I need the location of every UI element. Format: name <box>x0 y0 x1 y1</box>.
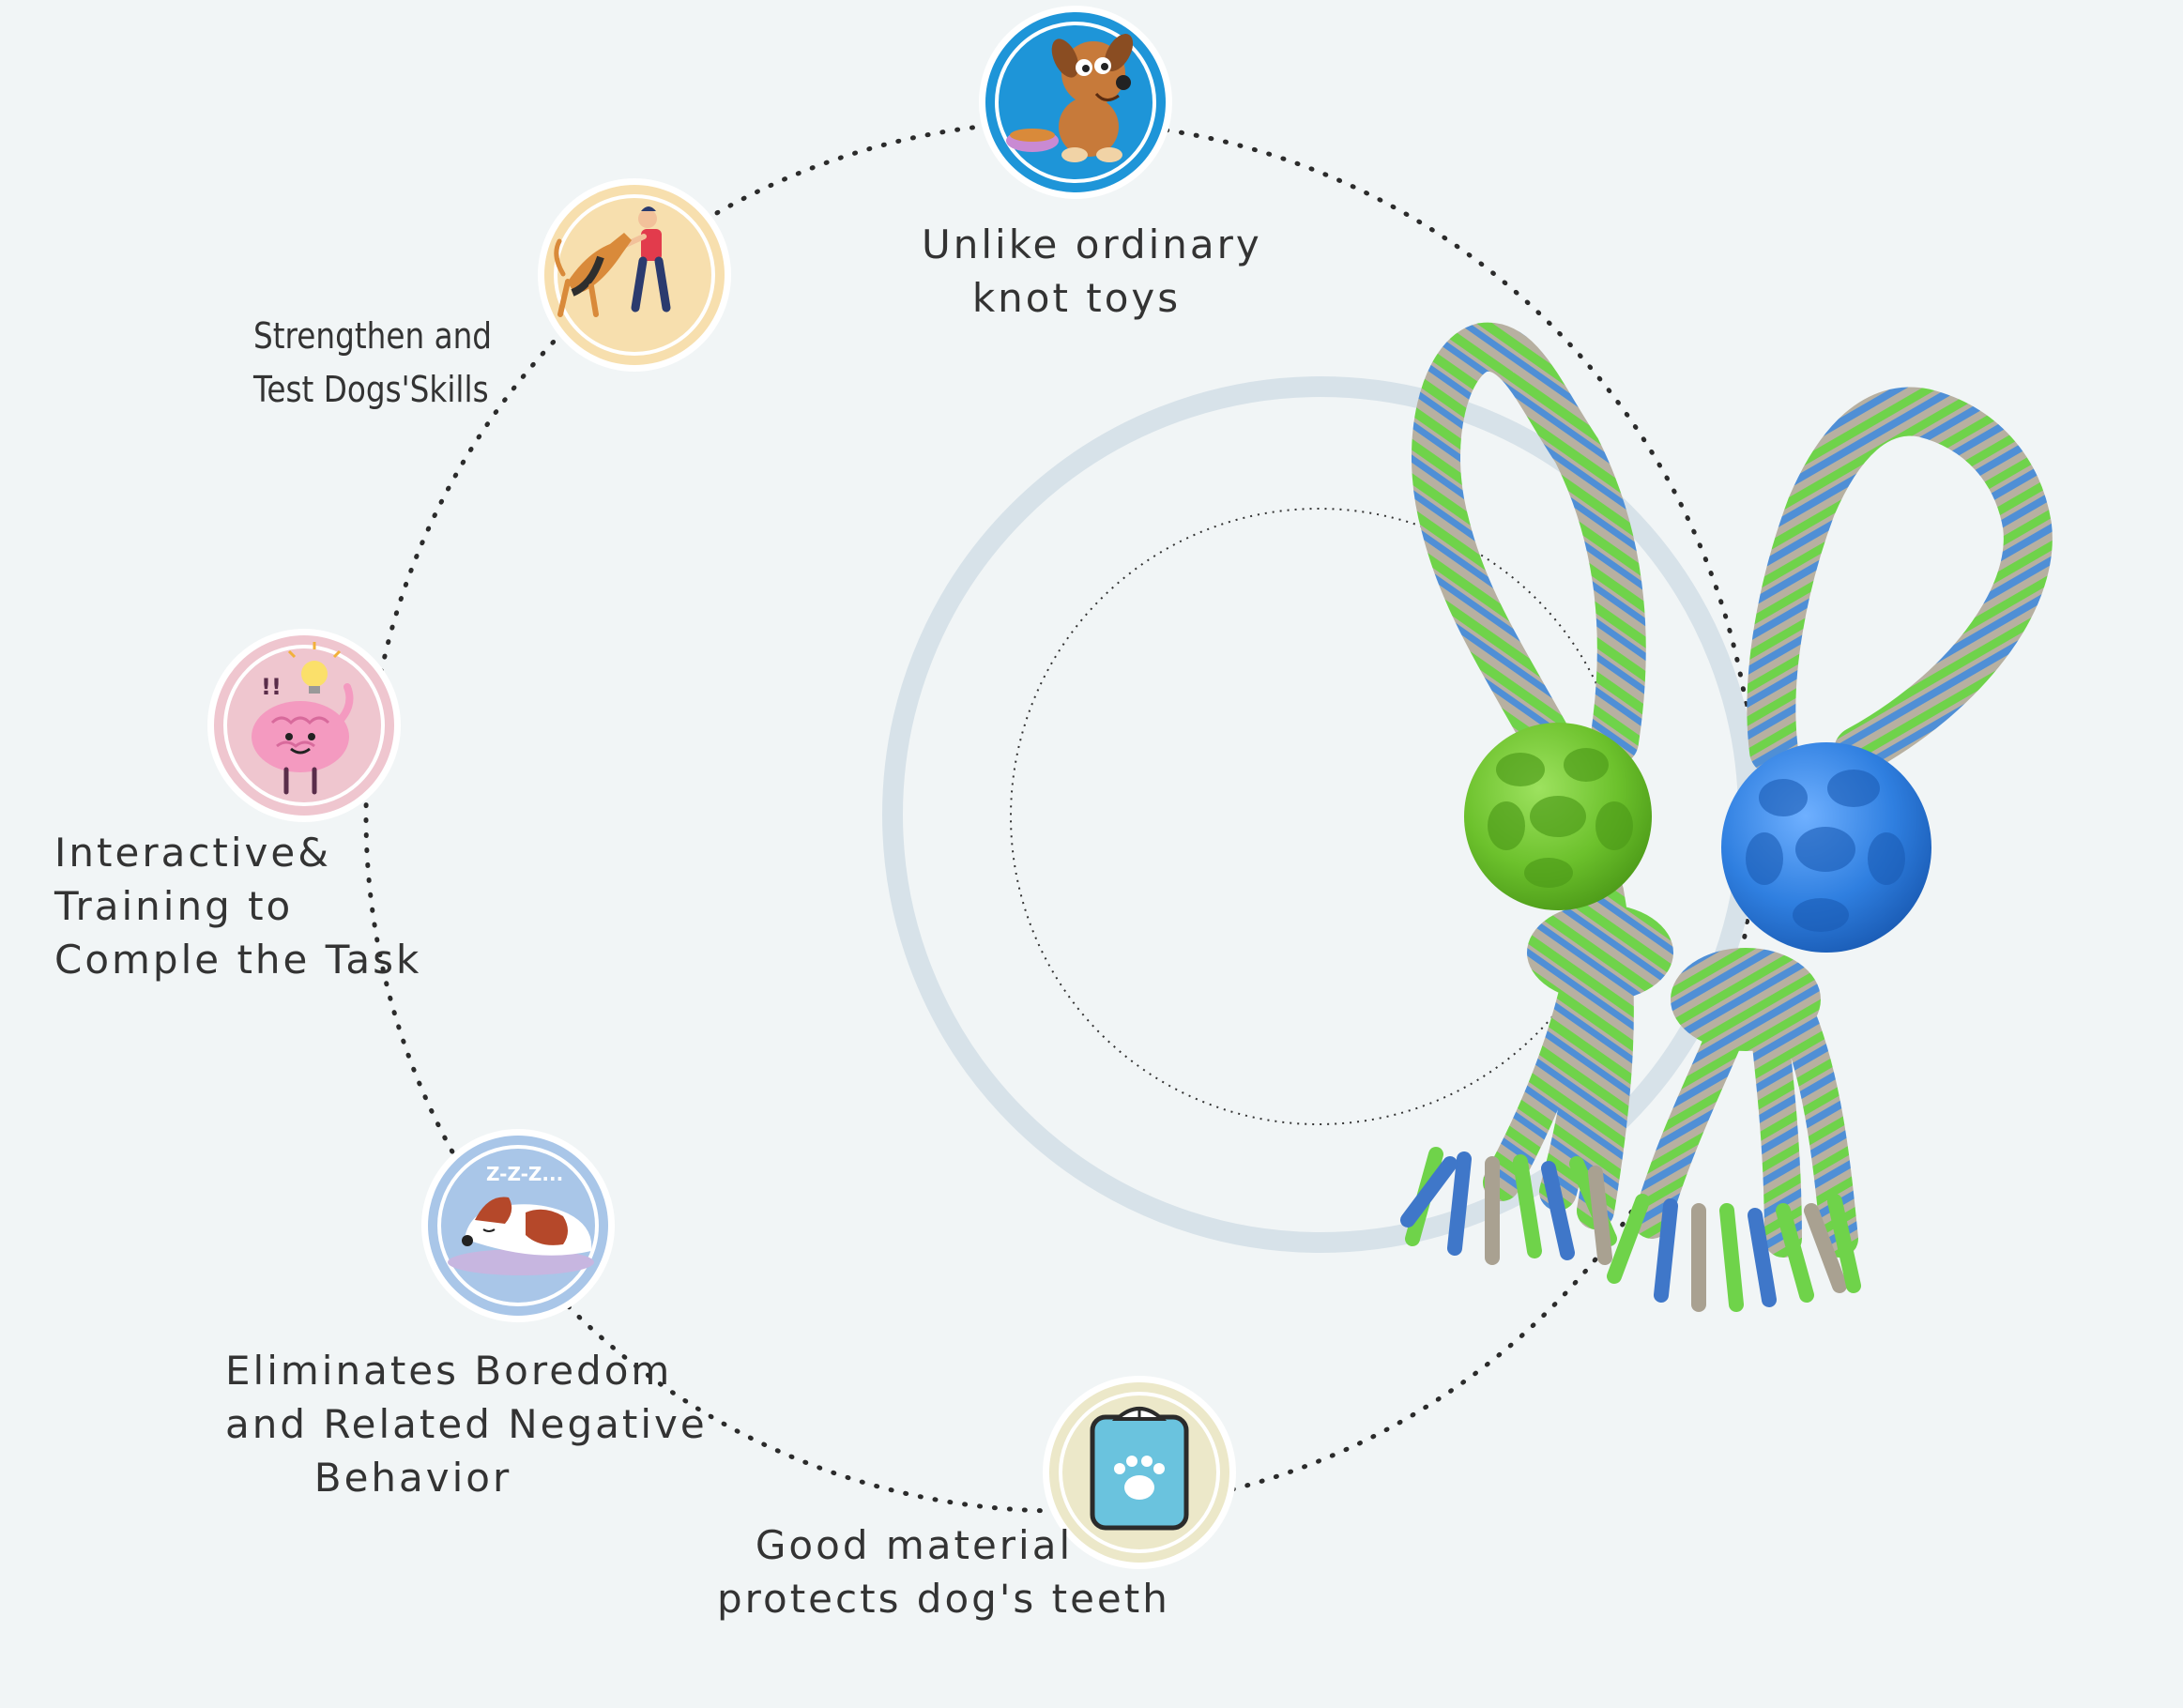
feature-4-line-2: and Related Negative <box>225 1401 708 1447</box>
badge-brain: !! <box>207 629 401 822</box>
feature-3-line-1: Interactive& <box>54 830 331 876</box>
green-ball-holes <box>1488 748 1633 888</box>
feature-4-line-1: Eliminates Boredom <box>225 1348 673 1394</box>
badge-dog-food <box>979 6 1172 199</box>
feature-label-unlike-ordinary: Unlike ordinary knot toys <box>922 218 1262 325</box>
feature-2-line-2: Test Dogs'Skills <box>253 369 489 410</box>
scale-paw-icon <box>1090 1407 1189 1531</box>
feature-label-strengthen-skills: Strengthen and Test Dogs'Skills <box>253 310 492 417</box>
feature-label-interactive-training: Interactive& Training to Comple the Task <box>54 826 421 986</box>
feature-4-line-3: Behavior <box>313 1455 512 1501</box>
badge-sleeping: Z-Z-Z... <box>421 1129 615 1322</box>
blue-toy-knot <box>1671 948 1821 1051</box>
brain-idea-icon: !! <box>252 642 354 795</box>
badge-training <box>538 178 731 372</box>
feature-1-line-1: Unlike ordinary <box>922 221 1262 267</box>
svg-text:!!: !! <box>261 674 282 700</box>
person-training-dog-icon <box>554 206 671 317</box>
badge-scale <box>1043 1376 1236 1569</box>
blue-ball-holes <box>1746 770 1905 932</box>
green-toy-fringe <box>1400 1147 1617 1265</box>
feature-3-line-2: Training to <box>54 883 294 929</box>
feature-label-eliminates-boredom: Eliminates Boredom and Related Negative … <box>225 1344 708 1504</box>
feature-3-line-3: Comple the Task <box>54 937 422 983</box>
sleeping-text: Z-Z-Z... <box>486 1163 563 1185</box>
rope-ball-toys-icon <box>1400 322 2053 1312</box>
green-toy-knot <box>1527 904 1673 1001</box>
feature-label-good-material: Good material protects dog's teeth <box>717 1518 1170 1625</box>
feature-5-line-1: Good material <box>755 1522 1074 1568</box>
sleeping-dog-icon: Z-Z-Z... <box>448 1163 594 1275</box>
feature-2-line-1: Strengthen and <box>253 315 493 357</box>
dog-with-food-bowl-icon <box>1006 34 1134 162</box>
blue-toy-loop <box>1747 387 2053 775</box>
feature-5-line-2: protects dog's teeth <box>717 1576 1170 1622</box>
feature-1-line-2: knot toys <box>971 275 1182 321</box>
green-toy-loop <box>1412 322 1646 766</box>
blue-toy-fringe <box>1607 1194 1861 1312</box>
